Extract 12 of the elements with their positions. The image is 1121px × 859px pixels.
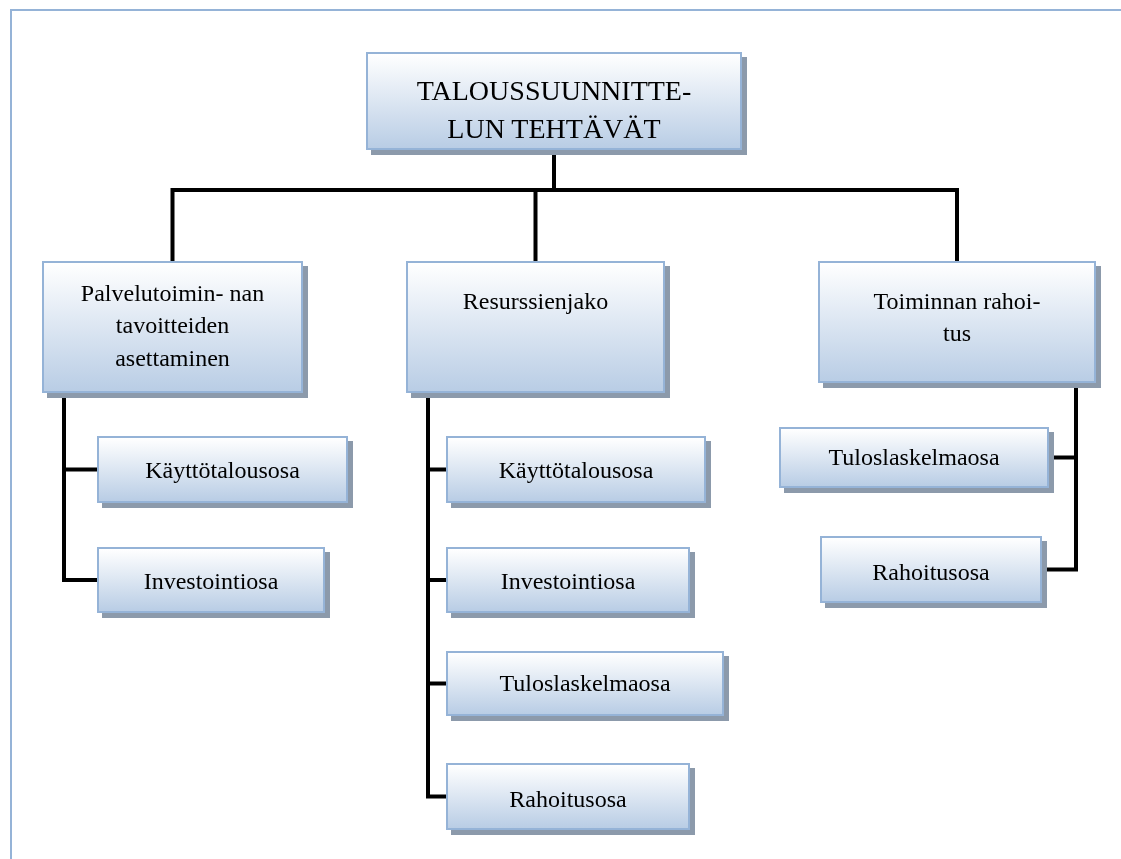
box-label: Palvelutoimin- nan tavoitteiden asettaminen <box>79 279 266 373</box>
box-label: Käyttötalousosa <box>498 456 654 485</box>
box-label: Käyttötalousosa <box>145 456 300 485</box>
box-label: Tuloslaskelmaosa <box>828 443 1000 472</box>
box-label: TALOUSSUUNNITTE- LUN TEHTÄVÄT <box>415 74 693 146</box>
box-label: Resurssienjako <box>462 287 609 316</box>
box-label: Rahoitusosa <box>509 785 627 814</box>
box-label: Toiminnan rahoi- tus <box>872 287 1042 349</box>
box-label: Investointiosa <box>500 567 636 596</box>
box-label: Rahoitusosa <box>872 558 990 587</box>
box-label: Investointiosa <box>143 567 279 596</box>
box-label: Tuloslaskelmaosa <box>499 669 671 698</box>
